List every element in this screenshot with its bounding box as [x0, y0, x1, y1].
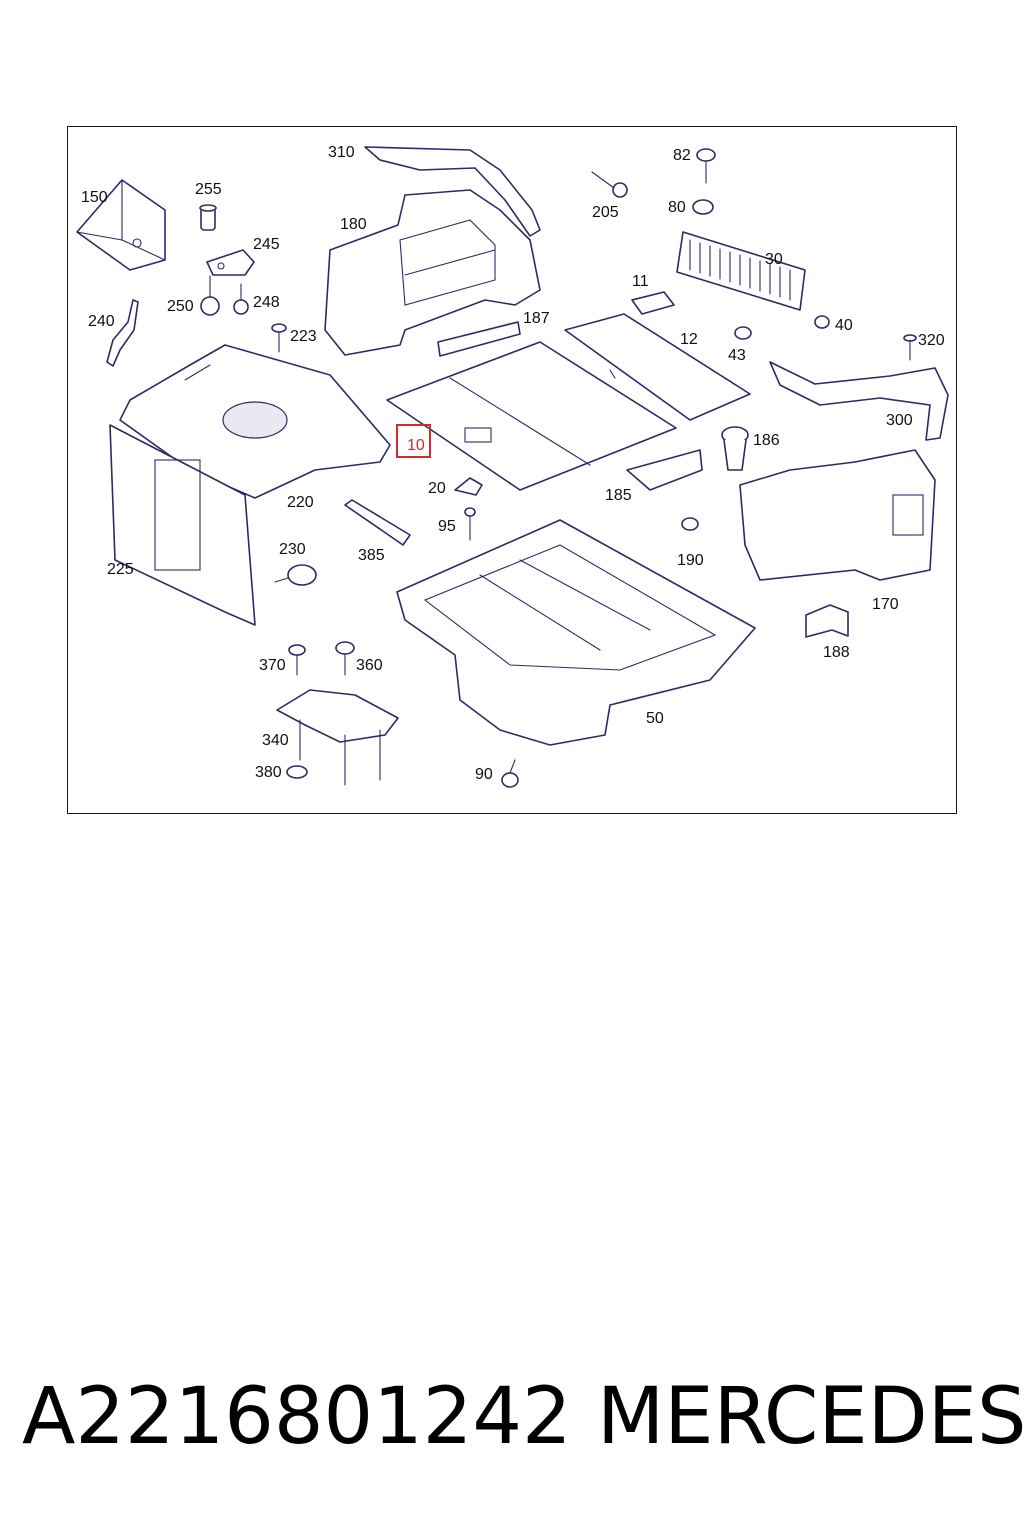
- callout-90: 90: [475, 766, 493, 783]
- callout-255: 255: [195, 181, 222, 198]
- part-380-nut: [286, 765, 308, 779]
- part-250-screw: [200, 275, 220, 316]
- part-20-hook: [454, 477, 483, 496]
- part-255-clip: [199, 204, 217, 231]
- part-320-pin: [903, 334, 917, 361]
- part-170-side-panel: [739, 449, 936, 581]
- part-240-strut: [106, 299, 139, 367]
- part-11-handle: [631, 291, 675, 315]
- highlight-box-10: [396, 424, 431, 458]
- callout-82: 82: [673, 147, 691, 164]
- callout-150: 150: [81, 189, 108, 206]
- callout-80: 80: [668, 199, 686, 216]
- callout-186: 186: [753, 432, 780, 449]
- callout-205: 205: [592, 204, 619, 221]
- part-number: A2216801242: [22, 1372, 572, 1462]
- callout-11: 11: [632, 273, 649, 290]
- part-10-floor-mat: [386, 341, 677, 491]
- callout-245: 245: [253, 236, 280, 253]
- part-223-clip: [271, 323, 287, 353]
- callout-220: 220: [287, 494, 314, 511]
- part-50-wheel-well: [396, 519, 756, 746]
- callout-248: 248: [253, 294, 280, 311]
- callout-380: 380: [255, 764, 282, 781]
- callout-170: 170: [872, 596, 899, 613]
- part-95-pin: [464, 507, 476, 541]
- part-340-mounting-plate: [276, 689, 399, 786]
- callout-230: 230: [279, 541, 306, 558]
- part-186-clip: [721, 426, 749, 471]
- callout-20: 20: [428, 480, 446, 497]
- callout-50: 50: [646, 710, 664, 727]
- part-300-sill: [769, 361, 949, 441]
- part-385-rail: [344, 499, 411, 546]
- part-90-screw: [501, 759, 519, 788]
- callout-10: 10: [407, 437, 425, 454]
- callout-385: 385: [358, 547, 385, 564]
- callout-40: 40: [835, 317, 853, 334]
- part-188-bracket: [805, 604, 849, 638]
- callout-300: 300: [886, 412, 913, 429]
- callout-340: 340: [262, 732, 289, 749]
- callout-30: 30: [765, 251, 783, 268]
- callout-310: 310: [328, 144, 355, 161]
- part-205-clip: [591, 171, 628, 198]
- part-185-bracket: [626, 449, 703, 491]
- callout-190: 190: [677, 552, 704, 569]
- part-230-fastener: [274, 564, 317, 586]
- callout-12: 12: [680, 331, 698, 348]
- part-40-clip: [814, 315, 830, 329]
- callout-187: 187: [523, 310, 550, 327]
- caption: A2216801242 MERCEDES: [0, 1372, 1024, 1482]
- callout-370: 370: [259, 657, 286, 674]
- part-370-bolt: [288, 644, 306, 676]
- part-310-strip: [364, 146, 541, 237]
- part-80-nut: [692, 199, 714, 215]
- part-150-bracket: [76, 179, 166, 271]
- callout-250: 250: [167, 298, 194, 315]
- part-225-bulkhead: [109, 424, 256, 626]
- brand-name: MERCEDES: [597, 1372, 1024, 1462]
- part-30-sill-cover: [676, 231, 806, 311]
- callout-95: 95: [438, 518, 456, 535]
- part-82-screw: [696, 148, 716, 184]
- part-248-bolt: [233, 283, 249, 315]
- callout-360: 360: [356, 657, 383, 674]
- part-245-hook: [206, 249, 255, 276]
- part-190-clip: [681, 517, 699, 531]
- part-12-floor-cover: [564, 313, 751, 421]
- callout-320: 320: [918, 332, 945, 349]
- part-43-clip: [734, 326, 752, 340]
- callout-223: 223: [290, 328, 317, 345]
- callout-43: 43: [728, 347, 746, 364]
- callout-180: 180: [340, 216, 367, 233]
- part-360-bolt: [335, 641, 355, 676]
- callout-188: 188: [823, 644, 850, 661]
- callout-185: 185: [605, 487, 632, 504]
- part-187-strip: [437, 321, 521, 357]
- callout-240: 240: [88, 313, 115, 330]
- part-180-side-panel: [324, 189, 541, 356]
- callout-225: 225: [107, 561, 134, 578]
